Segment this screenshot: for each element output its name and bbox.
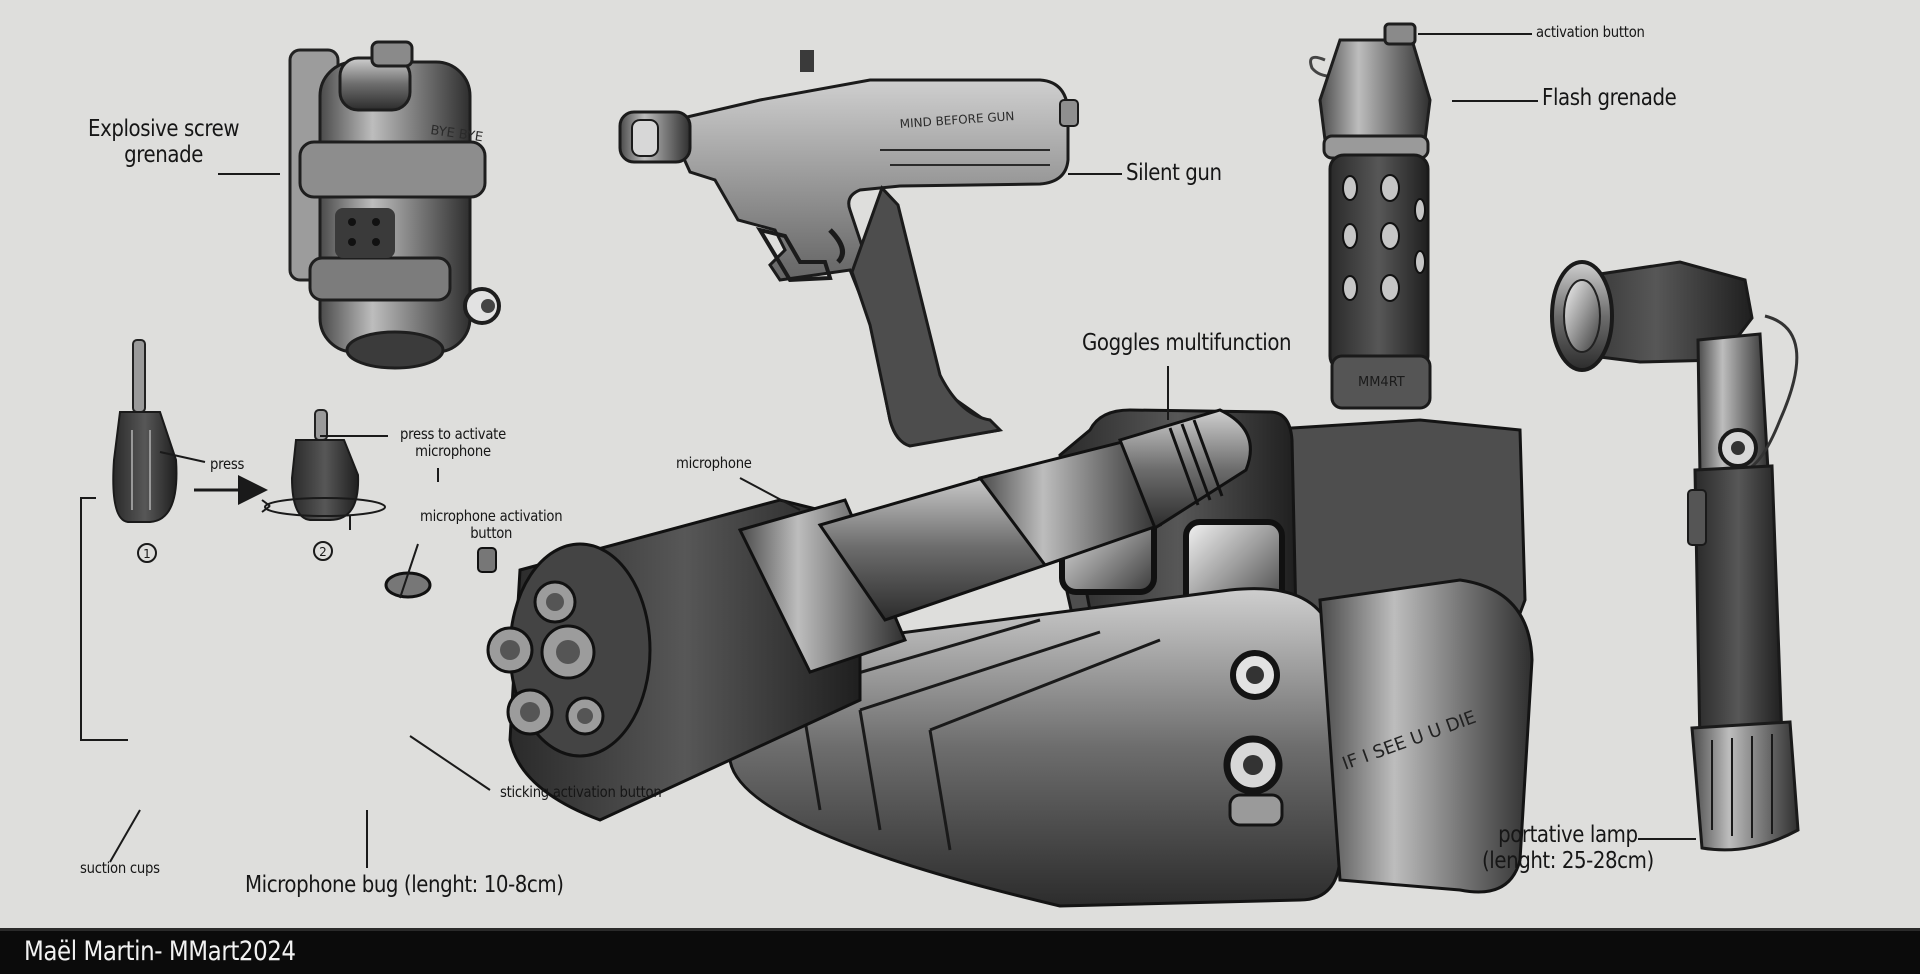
- explosive-grenade-text: Explosive screw grenade: [88, 116, 240, 169]
- label-portative-lamp: portative lamp (lenght: 25-28cm): [1482, 822, 1654, 875]
- mic-activation-text: microphone activation button: [420, 507, 563, 543]
- label-suction-cups: suction cups: [80, 859, 160, 877]
- label-activation-button: activation button: [1536, 23, 1645, 41]
- flash-grenade: MM4RT: [1309, 22, 1432, 410]
- concept-sheet: MM4RT: [80, 22, 1800, 908]
- label-microphone-activation-button: microphone activation button: [420, 507, 563, 543]
- label-silent-gun: Silent gun: [1126, 160, 1222, 186]
- footer-bar: Maël Martin- MMart2024: [0, 928, 1920, 974]
- label-microphone: microphone: [676, 454, 752, 472]
- press-to-activate-text: press to activate microphone: [400, 425, 506, 461]
- microphone-bug: [384, 408, 1252, 822]
- label-press-to-activate: press to activate microphone: [400, 425, 506, 461]
- explosive-screw-grenade: [288, 40, 501, 370]
- label-flash-grenade: Flash grenade: [1542, 85, 1677, 111]
- flash-engraving: MM4RT: [1358, 375, 1405, 390]
- grenade-engraving: BYE BYE: [429, 123, 483, 145]
- activation-steps-diagram: 1 2: [80, 339, 386, 741]
- label-goggles-multifunction: Goggles multifunction: [1082, 330, 1292, 356]
- artist-credit: Maël Martin- MMart2024: [24, 936, 296, 967]
- portative-lamp: [1550, 260, 1800, 852]
- footer-divider: [0, 928, 1920, 931]
- label-microphone-bug: Microphone bug (lenght: 10-8cm): [245, 872, 564, 898]
- leader-lines: [109, 33, 1696, 868]
- step-two-number: 2: [319, 545, 327, 559]
- step-one-number: 1: [143, 547, 151, 561]
- silent-gun: [618, 50, 1079, 448]
- label-explosive-screw-grenade: Explosive screw grenade: [88, 116, 240, 169]
- label-sticking-activation-button: sticking activation button: [500, 783, 662, 801]
- label-press: press: [210, 455, 245, 473]
- portative-lamp-text: portative lamp (lenght: 25-28cm): [1482, 822, 1654, 875]
- illustration-canvas: MM4RT: [80, 22, 1800, 908]
